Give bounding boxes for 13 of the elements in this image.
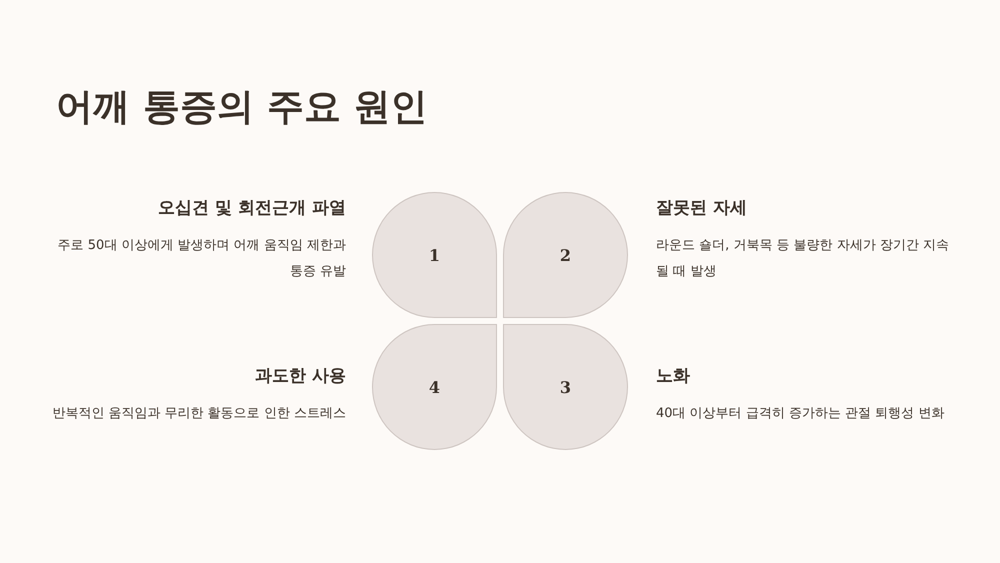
cause-description: 반복적인 움직임과 무리한 활동으로 인한 스트레스	[51, 405, 346, 423]
cause-heading: 잘못된 자세	[656, 197, 748, 219]
cause-description: 주로 50대 이상에게 발생하며 어깨 움직임 제한과 통증 유발	[56, 237, 346, 281]
number-label: 3	[560, 378, 572, 396]
cause-description: 40대 이상부터 급격히 증가하는 관절 퇴행성 변화	[656, 405, 946, 423]
cause-description: 라운드 숄더, 거북목 등 불량한 자세가 장기간 지속될 때 발생	[656, 237, 950, 281]
number-label: 2	[560, 246, 572, 264]
cause-heading: 과도한 사용	[254, 365, 346, 387]
number-label: 4	[428, 378, 440, 396]
cause-heading: 노화	[656, 365, 691, 387]
title: 어깨 통증의 주요 원인	[56, 84, 428, 130]
cause-heading: 오십견 및 회전근개 파열	[157, 197, 346, 219]
number-label: 1	[428, 246, 440, 264]
